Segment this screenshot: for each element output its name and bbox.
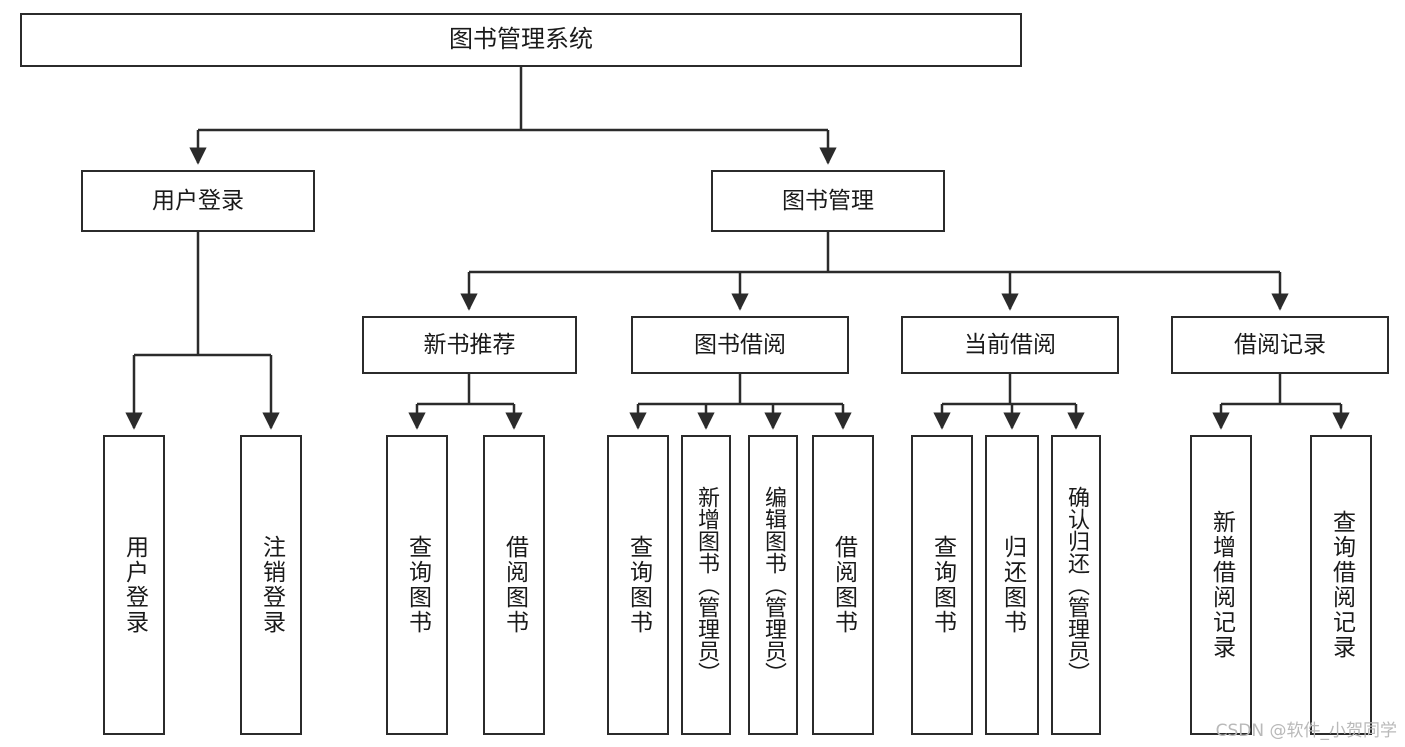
leaf-logout[interactable]: 注销登录 (240, 435, 302, 735)
node-root[interactable]: 图书管理系统 (20, 13, 1022, 67)
node-user-login[interactable]: 用户登录 (81, 170, 315, 232)
node-book-borrow[interactable]: 图书借阅 (631, 316, 849, 374)
leaf-query-book-borrow[interactable]: 查询图书 (607, 435, 669, 735)
leaf-query-book-current-label: 查询图书 (929, 535, 956, 635)
node-current-borrow[interactable]: 当前借阅 (901, 316, 1119, 374)
leaf-add-record-label: 新增借阅记录 (1208, 510, 1235, 660)
leaf-borrow-book-rec-label: 借阅图书 (501, 535, 528, 635)
node-borrow-record[interactable]: 借阅记录 (1171, 316, 1389, 374)
leaf-return-book[interactable]: 归还图书 (985, 435, 1039, 735)
node-root-label: 图书管理系统 (449, 25, 593, 54)
leaf-add-book-label: 新增图书（管理员） (694, 486, 719, 684)
leaf-edit-book[interactable]: 编辑图书（管理员） (748, 435, 798, 735)
leaf-return-book-label: 归还图书 (999, 535, 1026, 635)
leaf-borrow-book-label: 借阅图书 (830, 535, 857, 635)
leaf-query-record[interactable]: 查询借阅记录 (1310, 435, 1372, 735)
node-new-book-rec[interactable]: 新书推荐 (362, 316, 577, 374)
leaf-add-book[interactable]: 新增图书（管理员） (681, 435, 731, 735)
node-current-borrow-label: 当前借阅 (964, 331, 1056, 358)
leaf-query-book-rec-label: 查询图书 (404, 535, 431, 635)
leaf-borrow-book[interactable]: 借阅图书 (812, 435, 874, 735)
leaf-confirm-return[interactable]: 确认归还（管理员） (1051, 435, 1101, 735)
leaf-edit-book-label: 编辑图书（管理员） (761, 486, 786, 684)
node-book-borrow-label: 图书借阅 (694, 331, 786, 358)
leaf-borrow-book-rec[interactable]: 借阅图书 (483, 435, 545, 735)
leaf-user-login-label: 用户登录 (121, 535, 148, 635)
leaf-query-book-borrow-label: 查询图书 (625, 535, 652, 635)
node-new-book-rec-label: 新书推荐 (423, 331, 516, 358)
leaf-query-record-label: 查询借阅记录 (1328, 510, 1355, 660)
node-borrow-record-label: 借阅记录 (1234, 331, 1326, 358)
node-book-manage[interactable]: 图书管理 (711, 170, 945, 232)
leaf-add-record[interactable]: 新增借阅记录 (1190, 435, 1252, 735)
leaf-logout-label: 注销登录 (258, 535, 285, 635)
node-user-login-label: 用户登录 (152, 187, 244, 214)
watermark: CSDN @软件_小贺同学 (1215, 721, 1397, 741)
leaf-user-login[interactable]: 用户登录 (103, 435, 165, 735)
leaf-confirm-return-label: 确认归还（管理员） (1064, 486, 1089, 684)
node-book-manage-label: 图书管理 (782, 187, 874, 214)
leaf-query-book-rec[interactable]: 查询图书 (386, 435, 448, 735)
leaf-query-book-current[interactable]: 查询图书 (911, 435, 973, 735)
